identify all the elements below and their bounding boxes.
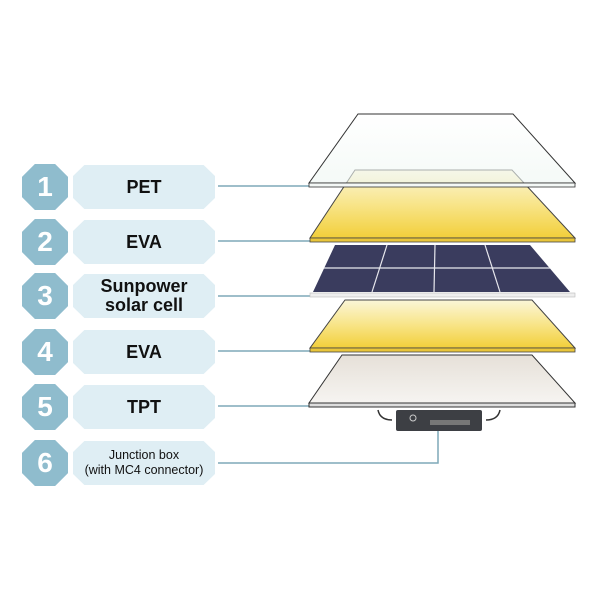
layer-row-6: 6 Junction box(with MC4 connector) <box>22 440 217 486</box>
solar-cell-layer <box>309 244 576 298</box>
junction-box <box>377 409 501 431</box>
number-badge: 1 <box>22 164 68 210</box>
label-line: (with MC4 connector) <box>84 463 204 477</box>
layer-row-4: 4 EVA <box>22 329 217 375</box>
label-line: TPT <box>127 396 161 417</box>
layer-row-5: 5 TPT <box>22 384 217 430</box>
layer-row-1: 1 PET <box>22 164 217 210</box>
layer-label-tpt: TPT <box>73 385 215 429</box>
label-line: EVA <box>126 231 162 252</box>
number-badge: 5 <box>22 384 68 430</box>
tpt-layer <box>308 354 577 408</box>
number-badge: 2 <box>22 219 68 265</box>
pet-layer <box>308 113 577 188</box>
layer-label-eva: EVA <box>73 330 215 374</box>
label-line: Sunpower <box>100 276 188 296</box>
number-badge: 4 <box>22 329 68 375</box>
label-line: PET <box>126 176 162 197</box>
label-line: Junction box <box>108 448 180 462</box>
layer-label-junction-box: Junction box(with MC4 connector) <box>73 441 215 485</box>
layer-label-pet: PET <box>73 165 215 209</box>
eva-layer-lower <box>309 299 577 353</box>
number-badge: 3 <box>22 273 68 319</box>
label-line: solar cell <box>104 295 184 315</box>
label-line: EVA <box>126 341 162 362</box>
number-badge: 6 <box>22 440 68 486</box>
layer-row-2: 2 EVA <box>22 219 217 265</box>
layer-label-eva: EVA <box>73 220 215 264</box>
connector-line-6 <box>218 430 439 464</box>
